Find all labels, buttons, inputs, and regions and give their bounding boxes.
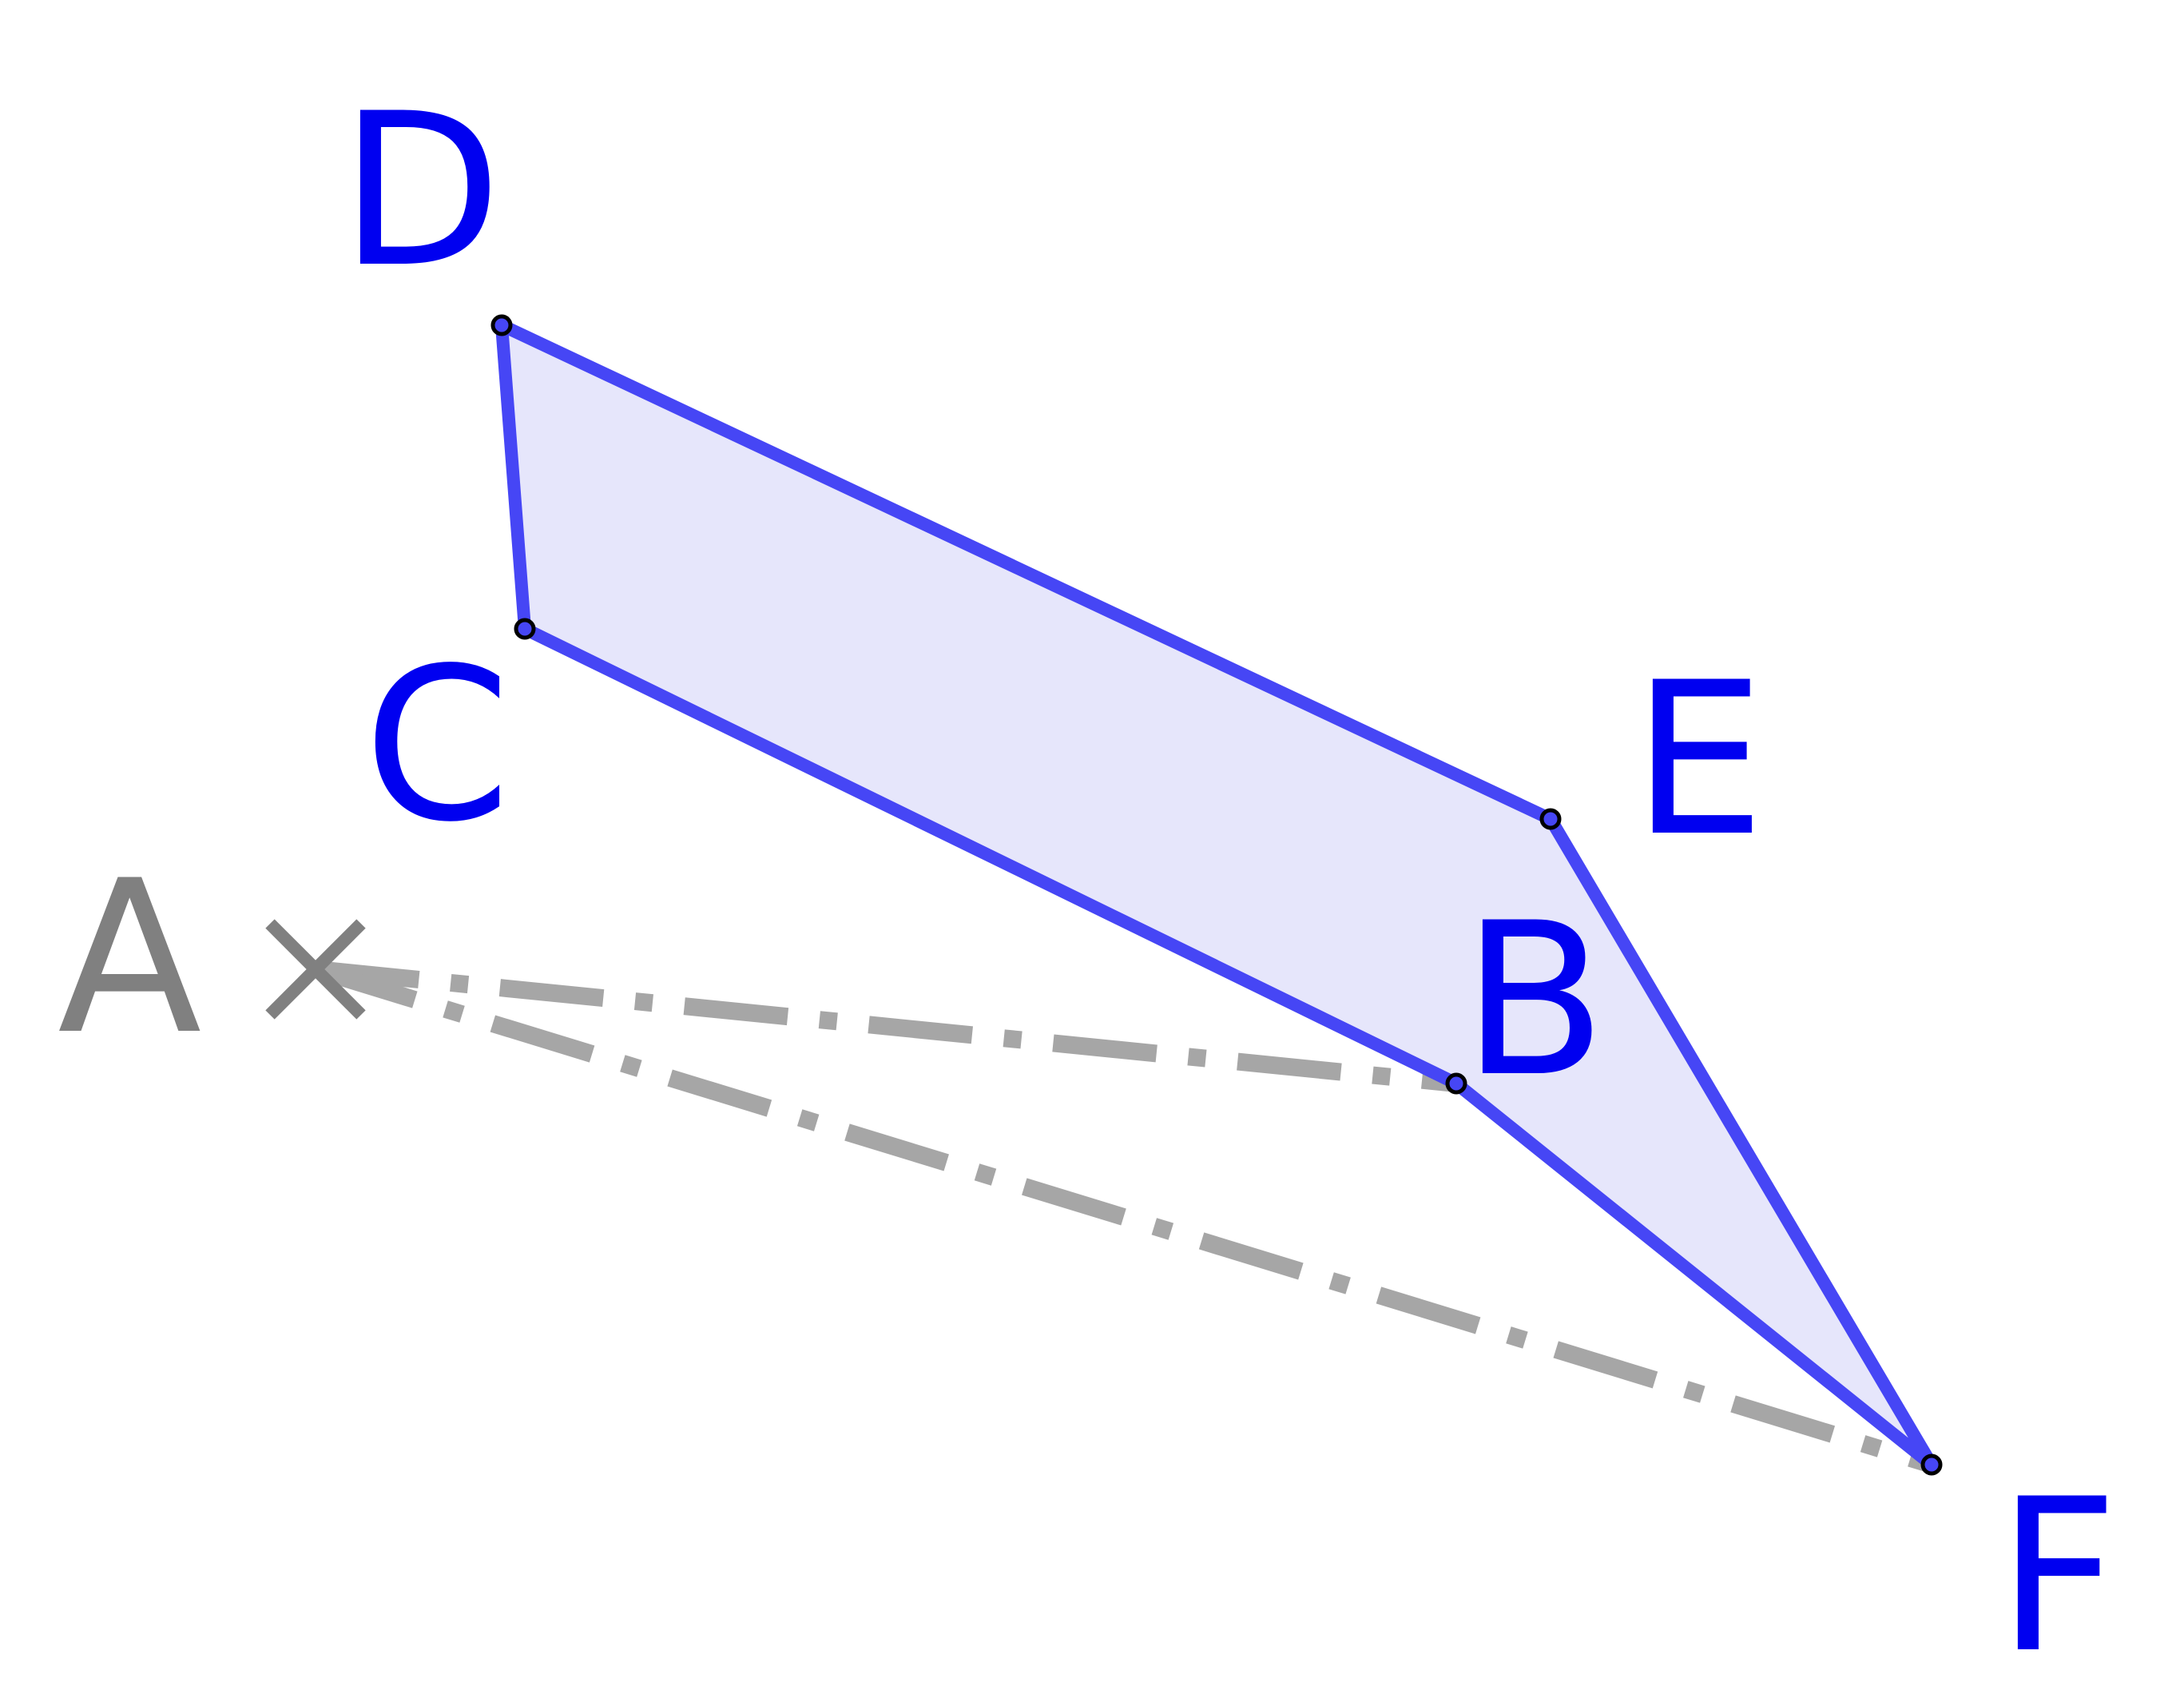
label-b: B: [1462, 878, 1606, 1123]
helper-line-a-f: [312, 960, 1935, 1473]
vertex-dot-e: [1539, 808, 1562, 830]
vertex-dot-b: [1445, 1072, 1467, 1095]
helper-line-a-b: [314, 960, 1458, 1092]
label-a: A: [58, 836, 203, 1081]
cross-icon: [265, 919, 366, 1020]
vertex-dot-c: [514, 618, 536, 640]
label-e: E: [1632, 638, 1765, 883]
label-d: D: [340, 69, 502, 314]
vertex-dot-d: [490, 314, 513, 336]
label-c: C: [363, 623, 510, 869]
label-f: F: [1997, 1454, 2118, 1700]
polygon-debfc: [495, 319, 1938, 1471]
vertex-dot-f: [1920, 1453, 1943, 1476]
